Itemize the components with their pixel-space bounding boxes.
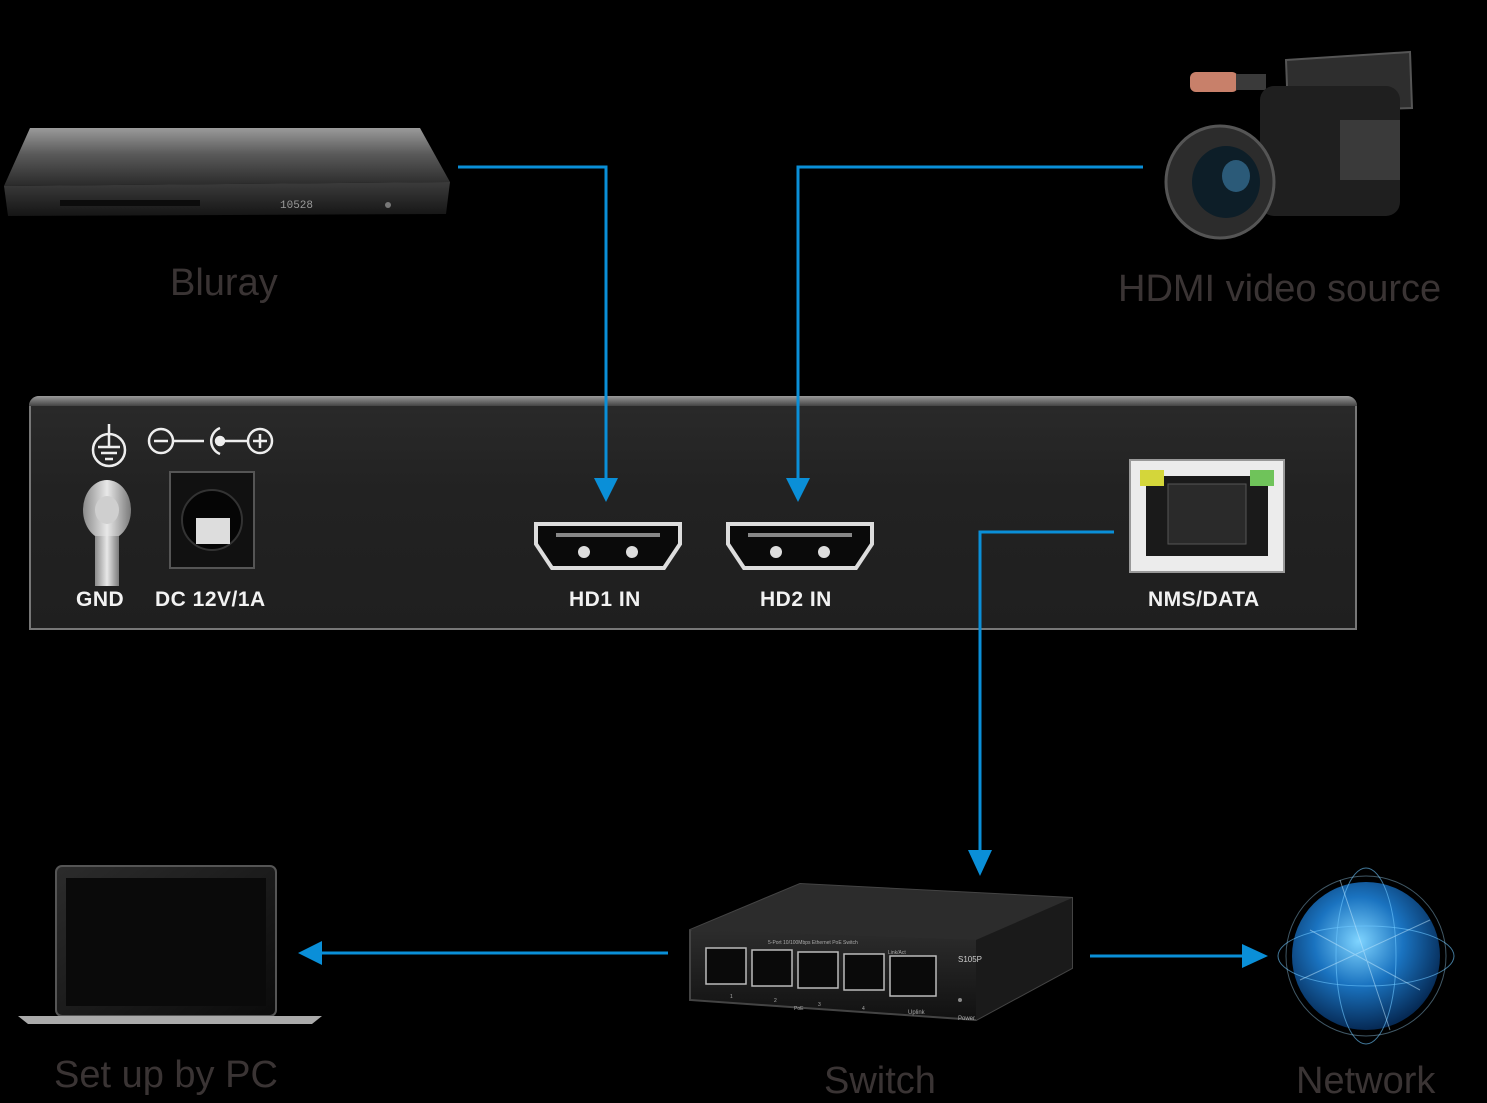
pc-label: Set up by PC bbox=[54, 1054, 278, 1096]
hd2-label: HD2 IN bbox=[760, 588, 832, 611]
rj45-port bbox=[1129, 459, 1285, 573]
network-switch: S105P 5-Port 10/100Mbps Ethernet PoE Swi… bbox=[689, 882, 1073, 1022]
dc-power-jack bbox=[169, 471, 255, 569]
ground-screw bbox=[83, 480, 131, 586]
panel-top-edge bbox=[29, 396, 1357, 406]
globe-icon bbox=[1277, 867, 1455, 1045]
switch-port-4: 4 bbox=[862, 1006, 865, 1012]
connector-bluray-hd1 bbox=[458, 165, 608, 484]
connectors bbox=[320, 165, 1244, 958]
switch-description: 5-Port 10/100Mbps Ethernet PoE Switch bbox=[768, 940, 858, 946]
switch-port-1: 1 bbox=[730, 994, 733, 1000]
camera-label: HDMI video source bbox=[1118, 268, 1442, 310]
arrow-right-icon bbox=[1242, 944, 1268, 968]
switch-link-act: Link/Act bbox=[888, 950, 906, 956]
gnd-label: GND bbox=[76, 588, 125, 611]
nms-data-label: NMS/DATA bbox=[1148, 588, 1260, 611]
hd1-label: HD1 IN bbox=[569, 588, 641, 611]
bluray-label: Bluray bbox=[170, 262, 278, 304]
arrow-left-icon bbox=[298, 941, 322, 965]
connector-camera-hd2 bbox=[796, 165, 1143, 484]
arrow-down-icon bbox=[786, 478, 810, 502]
dc-polarity-icon bbox=[147, 426, 274, 456]
ground-symbol-icon bbox=[91, 424, 127, 468]
network-label: Network bbox=[1296, 1060, 1436, 1102]
bluray-player: 10528 bbox=[4, 128, 450, 216]
video-camera bbox=[1164, 50, 1414, 240]
arrow-down-icon bbox=[594, 478, 618, 502]
arrowheads bbox=[298, 478, 1268, 968]
switch-poe: PoE bbox=[794, 1006, 804, 1012]
switch-power: Power bbox=[958, 1016, 975, 1022]
switch-model: S105P bbox=[958, 955, 982, 964]
switch-label: Switch bbox=[824, 1060, 936, 1102]
hdmi-port-1 bbox=[534, 522, 682, 570]
connector-nms-switch bbox=[978, 530, 1114, 856]
bluray-display: 10528 bbox=[280, 200, 313, 212]
hdmi-port-2 bbox=[726, 522, 874, 570]
switch-port-2: 2 bbox=[774, 998, 777, 1004]
switch-port-3: 3 bbox=[818, 1002, 821, 1008]
dc-label: DC 12V/1A bbox=[155, 588, 266, 611]
arrow-down-icon bbox=[968, 850, 992, 876]
switch-uplink: Uplink bbox=[908, 1010, 926, 1016]
laptop bbox=[18, 865, 322, 1024]
